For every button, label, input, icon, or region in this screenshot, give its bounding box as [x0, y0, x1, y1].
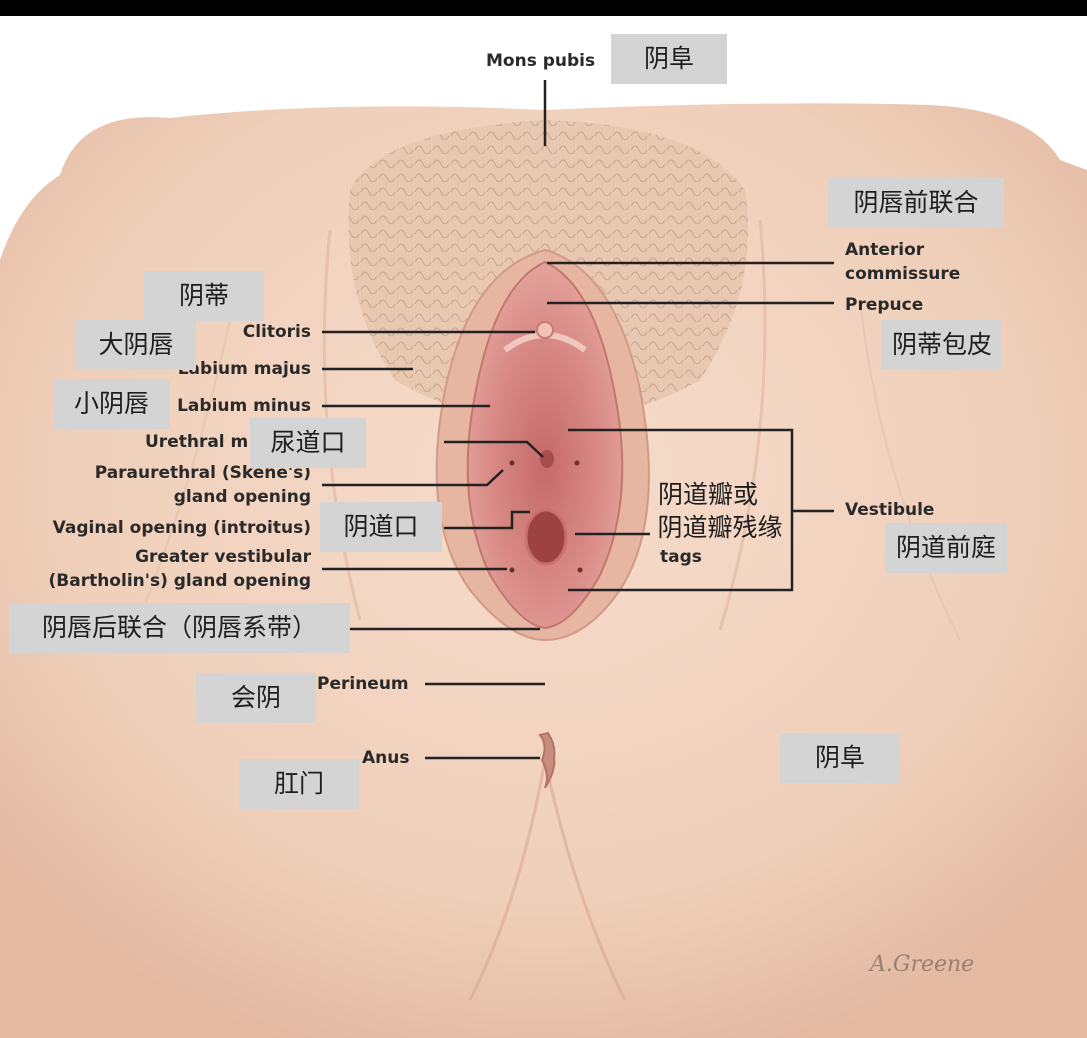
label-paraurethral-line2: gland opening — [173, 487, 311, 507]
zh-urethral: 尿道口 — [250, 418, 366, 468]
zh-vestibule: 阴道前庭 — [885, 523, 1007, 573]
zh-mons-pubis-right: 阴阜 — [780, 733, 900, 783]
label-greater-vestibular-line2: (Bartholin's) gland opening — [48, 571, 312, 591]
zh-mons-pubis: 阴阜 — [611, 34, 727, 84]
zh-hymen-line2: 阴道瓣残缘 — [657, 513, 783, 542]
zh-anterior-commissure: 阴唇前联合 — [828, 178, 1004, 228]
zh-posterior-commissure: 阴唇后联合（阴唇系带） — [9, 603, 350, 653]
zh-prepuce: 阴蒂包皮 — [882, 320, 1002, 370]
top-black-bar — [0, 0, 1087, 16]
vaginal-opening-mark — [524, 508, 568, 566]
zh-vaginal-opening: 阴道口 — [320, 502, 442, 552]
anus-mark — [538, 731, 556, 789]
label-mons-pubis: Mons pubis — [486, 51, 596, 71]
label-anus: Anus — [362, 748, 410, 768]
label-clitoris: Clitoris — [242, 322, 311, 342]
label-labium-minus: Labium minus — [177, 396, 311, 416]
label-anterior-commissure-line2: commissure — [845, 264, 961, 284]
label-greater-vestibular-line1: Greater vestibular — [135, 547, 311, 567]
zh-perineum: 会阴 — [196, 673, 316, 723]
zh-labium-minus: 小阴唇 — [53, 379, 170, 429]
vestibule-area — [466, 260, 624, 630]
label-perineum: Perineum — [317, 674, 409, 694]
zh-hymen-line1: 阴道瓣或 — [657, 480, 758, 509]
zh-clitoris: 阴蒂 — [144, 271, 264, 321]
label-urethral: Urethral m — [145, 432, 249, 452]
label-hymenal-tags: tags — [660, 547, 702, 567]
zh-anus: 肛门 — [239, 759, 359, 809]
zh-labium-majus: 大阴唇 — [76, 320, 196, 370]
label-prepuce: Prepuce — [845, 295, 924, 315]
label-anterior-commissure-line1: Anterior — [845, 240, 925, 260]
artist-signature: A.Greene — [870, 952, 975, 977]
label-vaginal-opening: Vaginal opening (introitus) — [52, 518, 311, 538]
label-paraurethral-line1: Paraurethral (Skene's) — [94, 463, 311, 483]
label-labium-majus: Labium majus — [177, 359, 311, 379]
leader-lines — [322, 80, 834, 760]
label-vestibule: Vestibule — [845, 500, 935, 520]
clitoris-mark — [536, 321, 554, 339]
urethral-opening-mark — [540, 450, 554, 468]
